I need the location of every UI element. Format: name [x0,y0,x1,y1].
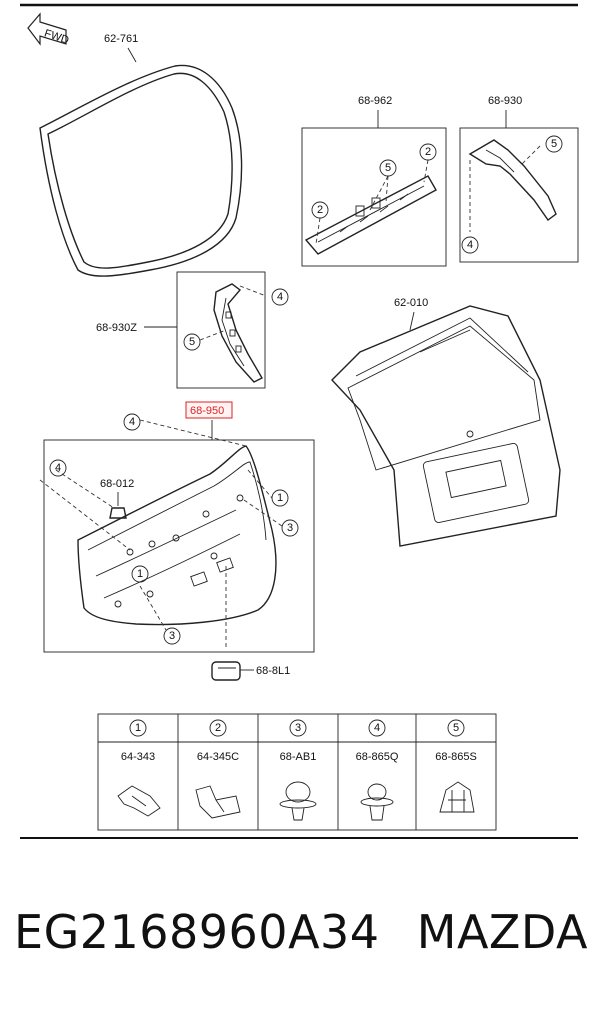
svg-text:1: 1 [135,722,141,734]
svg-text:5: 5 [385,162,391,174]
callout-5-garnish: 5 [379,159,397,177]
callout-5-trim-left: 5 [183,333,201,351]
callout-1-lower-a: 1 [271,489,289,507]
svg-text:1: 1 [137,568,143,580]
footer-part-number: EG2168960A34 [14,905,380,959]
grip-part [211,661,241,681]
clip-64-343-icon [117,785,161,817]
label-trim-side-right: 68-930 [488,95,522,107]
clip-64-345c-icon [195,785,241,819]
garnish-upper-box [301,127,447,267]
svg-text:3: 3 [287,522,293,534]
label-trim-side-left: 68-930Z [96,322,137,334]
callout-2-garnish-b: 2 [311,201,329,219]
callout-4-trim-right: 4 [461,236,479,254]
footer-brand: MAZDA [416,905,588,959]
svg-text:4: 4 [129,416,135,428]
trim-side-right-part [468,139,557,232]
trim-lower-part [39,419,283,650]
fastener-clip-part [109,507,127,519]
clip-68-865s-icon [439,781,475,813]
trim-side-left-part [199,283,267,383]
callout-4-lower-a: 4 [123,413,141,431]
legend-cell-4: 4 68-865Q [356,719,399,821]
label-fastener-clip: 68-012 [100,478,134,490]
label-grip: 68-8L1 [256,665,290,677]
label-weatherstrip: 62-761 [104,33,138,45]
svg-text:4: 4 [55,462,61,474]
legend-part-2: 64-345C [197,751,239,763]
svg-text:4: 4 [277,291,283,303]
svg-text:5: 5 [551,138,557,150]
trim-side-left-box [176,271,266,389]
liftgate-part [331,305,561,547]
callout-3-lower-b: 3 [163,627,181,645]
svg-text:2: 2 [425,146,431,158]
svg-text:4: 4 [467,239,473,251]
highlight-box [185,401,233,419]
svg-text:2: 2 [215,722,221,734]
svg-text:2: 2 [317,204,323,216]
callout-2-garnish-a: 2 [419,143,437,161]
svg-text:3: 3 [295,722,301,734]
svg-text:4: 4 [374,722,380,734]
svg-text:3: 3 [169,630,175,642]
svg-text:5: 5 [453,722,459,734]
label-trim-lower[interactable]: 68-950 [190,405,224,417]
legend-part-3: 68-AB1 [280,751,317,763]
garnish-upper-part [304,159,437,255]
trim-side-right-box [459,127,579,263]
svg-text:1: 1 [277,492,283,504]
fwd-arrow-icon: FWD [27,12,70,47]
callout-5-trim-right: 5 [545,135,563,153]
legend-part-1: 64-343 [121,751,155,763]
legend-cell-5: 5 68-865S [435,719,477,813]
legend-cell-1: 1 64-343 [117,719,161,817]
legend-table [97,713,497,831]
weatherstrip-part [39,64,243,277]
rivet-68-865q-icon [360,783,394,821]
legend-cell-3: 3 68-AB1 [279,719,317,821]
label-garnish-upper: 68-962 [358,95,392,107]
legend-part-4: 68-865Q [356,751,399,763]
rivet-68-ab1-icon [279,781,317,821]
callout-4-trim-left: 4 [271,288,289,306]
callout-1-lower-b: 1 [131,565,149,583]
legend-cell-2: 2 64-345C [195,719,241,819]
legend-part-5: 68-865S [435,751,477,763]
callout-4-lower-b: 4 [49,459,67,477]
trim-lower-box [43,439,315,653]
label-liftgate: 62-010 [394,297,428,309]
svg-text:5: 5 [189,336,195,348]
callout-3-lower-a: 3 [281,519,299,537]
